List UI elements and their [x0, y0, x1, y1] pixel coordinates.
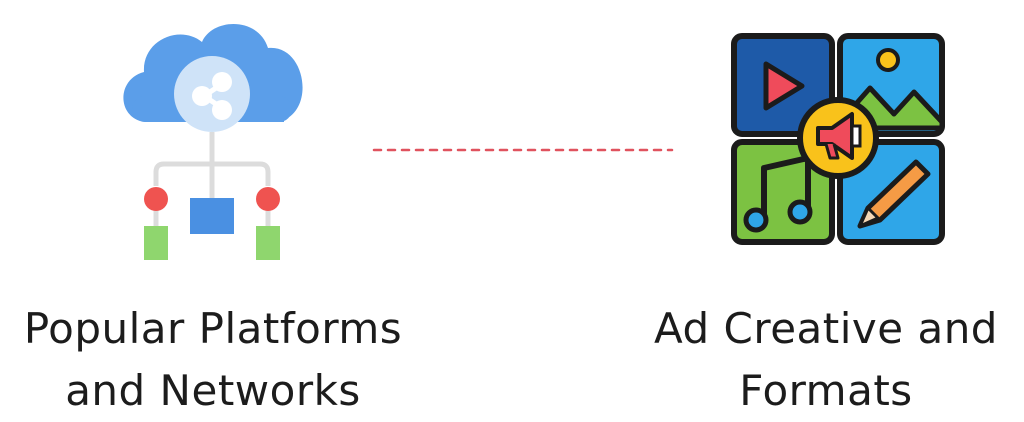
share-circle: [174, 56, 250, 132]
network-lines: [153, 132, 271, 226]
label-ad-creative: Ad Creative and Formats: [628, 298, 1024, 422]
node-green-right: [256, 226, 280, 260]
ad-creative-svg: [731, 33, 945, 245]
music-note-icon: [731, 139, 835, 245]
cloud-network-share-svg: [123, 23, 303, 260]
node-blue-center: [190, 198, 234, 234]
cloud-network-share-icon: [108, 14, 316, 266]
label-line: Popular Platforms: [23, 304, 403, 353]
label-popular-platforms: Popular Platforms and Networks: [0, 298, 426, 422]
label-line: and Networks: [65, 366, 361, 415]
node-green-left: [144, 226, 168, 260]
node-red-right: [256, 187, 280, 211]
dashed-connector: [372, 138, 674, 152]
node-red-left: [144, 187, 168, 211]
video-play-icon: [731, 33, 835, 137]
label-line: Ad Creative and: [654, 304, 998, 353]
label-line: Formats: [739, 366, 913, 415]
share-icon: [192, 72, 232, 120]
megaphone-badge-icon: [797, 97, 879, 179]
ad-creative-formats-icon: [728, 30, 948, 248]
